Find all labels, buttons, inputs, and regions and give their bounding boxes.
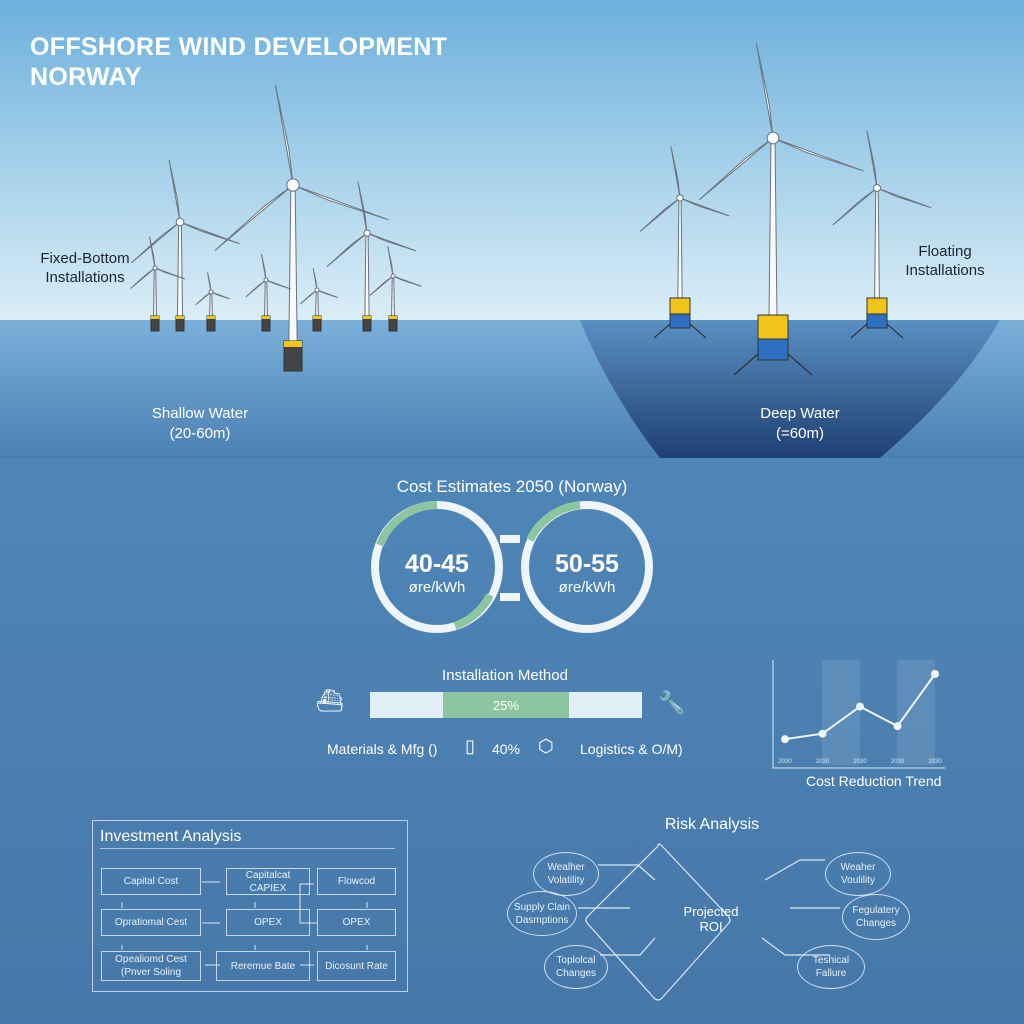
roi-label: Projected ROI: [683, 904, 739, 934]
investment-title: Investment Analysis: [100, 828, 242, 845]
trend-point: [781, 735, 789, 744]
roi-diamond: [585, 843, 731, 1001]
risk-factor: Supply Clain Dasmptions: [507, 891, 577, 936]
shallow-water-label: Shallow Water(20-60m): [151, 405, 249, 442]
logistics-icon: ⬡: [538, 736, 554, 756]
risk-title: Risk Analysis: [664, 816, 760, 833]
trend-tick-label: 2030: [853, 759, 867, 765]
investment-panel: [92, 820, 408, 992]
deep-water-basin: [580, 320, 1000, 458]
wind-turbine: [214, 84, 389, 372]
factory-icon: ▯: [465, 736, 475, 756]
risk-factor: Teshical Fallure: [797, 945, 865, 989]
trend-tick-label: 2030: [891, 759, 905, 765]
cost-left-unit: øre/kWh: [408, 579, 466, 596]
trend-point: [818, 729, 827, 738]
wind-turbine: [245, 253, 291, 332]
risk-factor: Fegulatery Changes: [842, 894, 910, 940]
investment-box: Opratiomal Cest: [101, 909, 201, 936]
investment-box: Dicosunt Rate: [317, 951, 396, 981]
wind-turbine: [832, 131, 932, 339]
investment-box: Flowcod: [317, 868, 396, 895]
logistics-label: Logistics & O/M): [580, 741, 683, 757]
deep-water-label: Deep Water(=60m): [760, 405, 840, 442]
wind-turbine: [369, 246, 422, 332]
investment-box: Reremue Bate: [216, 951, 310, 981]
cost-rings: [371, 501, 653, 633]
risk-factor: Toplolcal Changes: [544, 945, 608, 989]
risk-factor: Wealher Volatility: [533, 852, 599, 896]
wind-turbine: [130, 236, 186, 332]
crane-ship-icon: ⛴: [316, 688, 344, 713]
trend-point: [856, 702, 864, 711]
investment-box: OPEX: [226, 909, 310, 936]
investment-box: OPEX: [317, 909, 396, 936]
trend-title: Cost Reduction Trend: [806, 773, 942, 789]
cost-left-value: 40-45: [405, 550, 469, 578]
cost-trend-chart: 2030 2030 2030 2030 2030: [772, 660, 945, 769]
wrench-icon: 🔧: [658, 690, 686, 715]
cost-ring-right: [521, 501, 653, 633]
wind-turbine: [639, 146, 730, 339]
materials-percent: 40%: [492, 741, 521, 757]
investment-box: Capital Cost: [101, 868, 201, 895]
risk-diagram: [578, 843, 840, 1001]
investment-box: Opealiomd Cest (Pnver Soling: [101, 951, 201, 981]
wind-turbine: [195, 272, 230, 332]
wind-turbine: [698, 43, 864, 376]
wind-turbine: [299, 268, 338, 332]
materials-label: Materials & Mfg (): [327, 741, 438, 757]
investment-box: Capitalcat CAPIEX: [226, 868, 310, 895]
trend-tick-label: 2030: [816, 759, 830, 765]
trend-point: [931, 670, 939, 678]
trend-point: [893, 722, 902, 731]
cost-right-unit: øre/kWh: [558, 579, 616, 596]
trend-tick-label: 2030: [778, 759, 792, 765]
trend-tick-label: 2030: [928, 759, 942, 765]
installation-title: Installation Method: [442, 667, 568, 684]
cost-title: Cost Estimates 2050 (Norway): [396, 477, 628, 496]
risk-factor: Weaher Voulility: [825, 852, 891, 896]
installation-bar-fill: 25%: [443, 692, 569, 718]
wind-turbine: [326, 181, 417, 332]
wind-farm-illustration: [0, 0, 1024, 458]
cost-right-value: 50-55: [555, 550, 619, 578]
installation-bar: 25%: [370, 692, 642, 718]
investment-arrows: [121, 881, 368, 966]
wind-turbine: [131, 159, 240, 332]
